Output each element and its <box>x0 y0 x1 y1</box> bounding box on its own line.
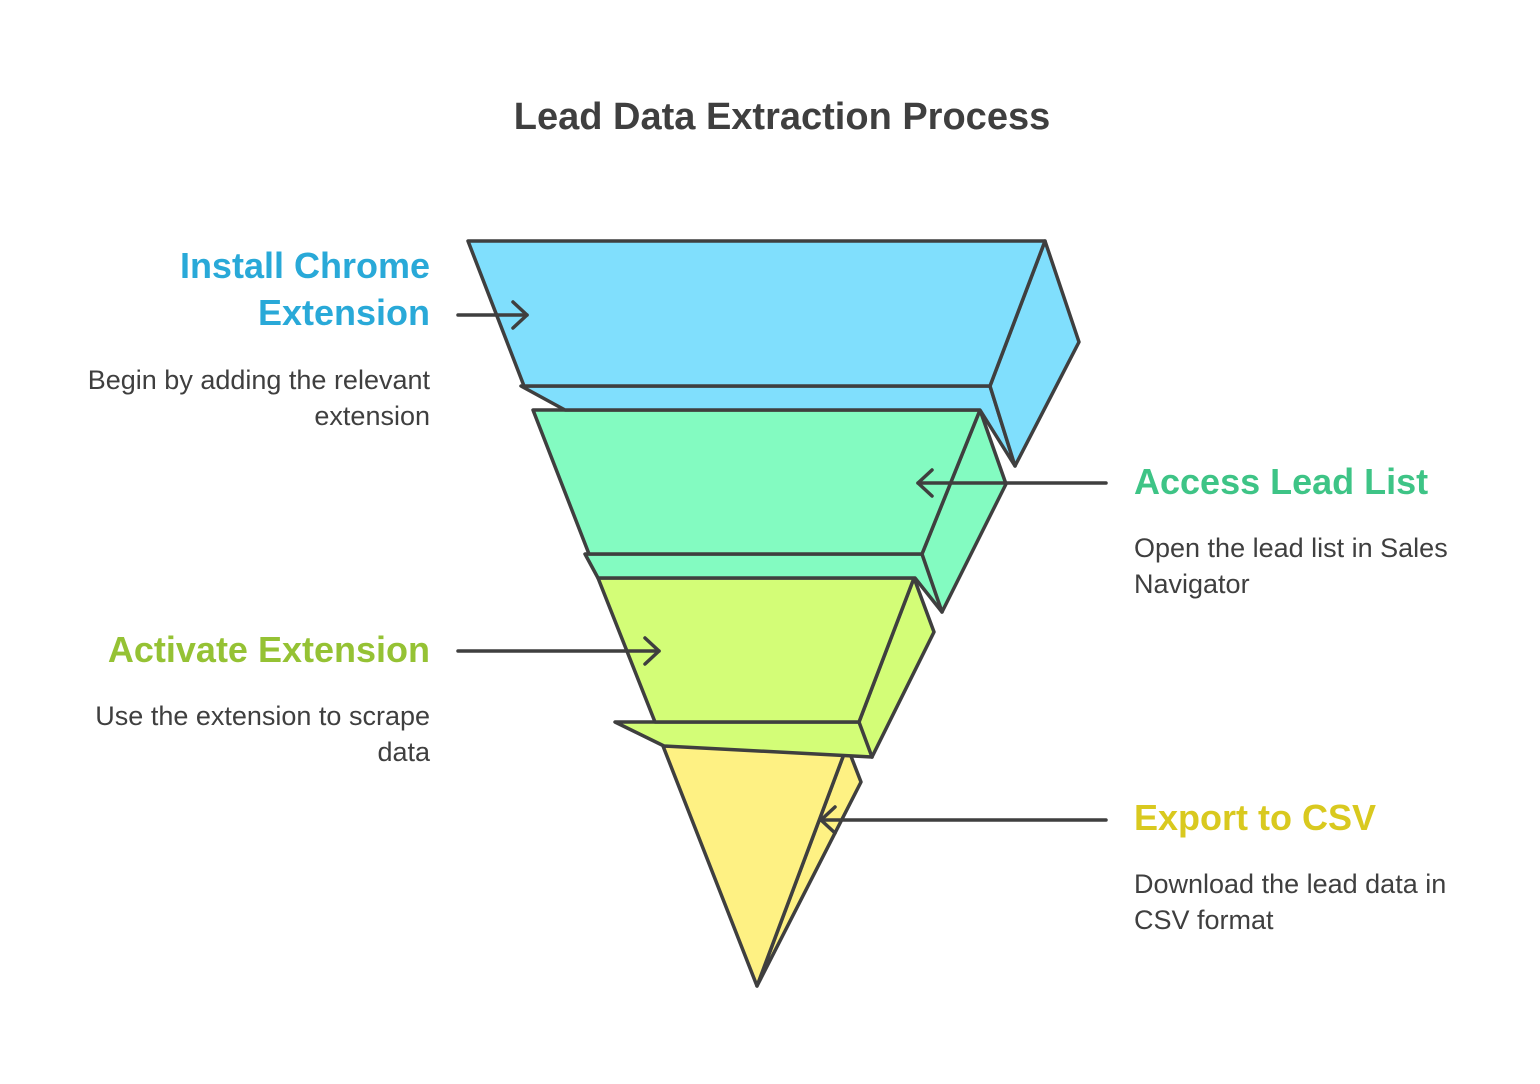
step-access-heading: Access Lead List <box>1134 458 1524 505</box>
funnel-layer-activate <box>596 576 936 759</box>
step-activate-description: Use the extension to scrape data <box>30 698 430 770</box>
funnel-layer-access <box>531 408 1008 614</box>
step-export-heading-line: Export to CSV <box>1134 797 1377 838</box>
diagram-title: Lead Data Extraction Process <box>513 96 1051 138</box>
step-export-description-line: Download the lead data in <box>1134 869 1447 899</box>
funnel-layer-install-front <box>466 239 1047 388</box>
step-activate-heading: Activate Extension <box>30 626 430 673</box>
step-activate-description-line: data <box>377 737 430 767</box>
step-access-heading-line: Access Lead List <box>1134 461 1429 502</box>
arrow-export <box>819 805 1108 835</box>
funnel-layer-install <box>466 239 1081 468</box>
step-install-heading-line: Extension <box>257 292 430 333</box>
funnel-layer-activate-back <box>613 720 874 759</box>
step-activate-description-line: Use the extension to scrape <box>95 701 430 731</box>
funnel-layer-export <box>661 744 863 988</box>
step-access-description-line: Navigator <box>1134 569 1250 599</box>
funnel-layer-access-front <box>531 408 982 556</box>
arrow-activate <box>456 636 661 666</box>
step-export-description: Download the lead data in CSV format <box>1134 866 1524 938</box>
step-install-heading-line: Install Chrome <box>179 245 430 286</box>
step-activate-heading-line: Activate Extension <box>107 629 430 670</box>
step-export-heading: Export to CSV <box>1134 794 1524 841</box>
step-install-description-line: extension <box>314 401 430 431</box>
step-install-description-line: Begin by adding the relevant <box>87 365 430 395</box>
step-export-description-line: CSV format <box>1134 905 1274 935</box>
step-install-description: Begin by adding the relevant extension <box>30 362 430 434</box>
arrow-install <box>456 300 529 330</box>
step-install-heading: Install Chrome Extension <box>60 242 430 336</box>
arrow-access <box>916 468 1108 498</box>
step-access-description-line: Open the lead list in Sales <box>1134 533 1448 563</box>
step-access-description: Open the lead list in Sales Navigator <box>1134 530 1524 602</box>
